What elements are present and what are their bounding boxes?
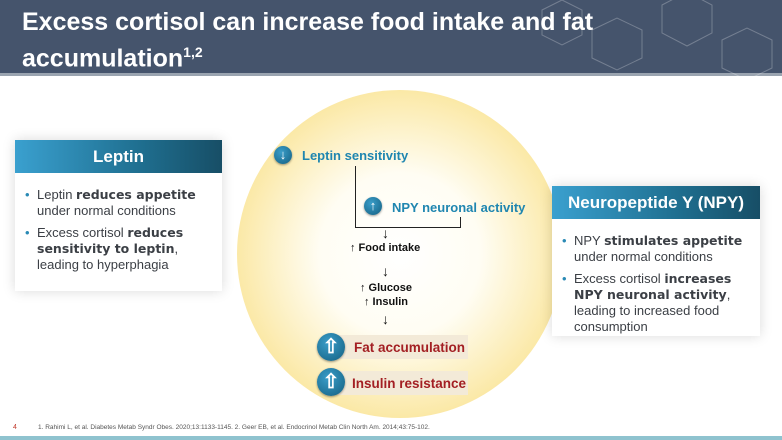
arrow-up-icon: ⇧ [317,333,345,361]
food-intake-label: ↑ Food intake [350,242,421,254]
npy-bullet: Excess cortisol increases NPY neuronal a… [562,271,750,335]
npy-heading: Neuropeptide Y (NPY) [552,186,760,219]
connector-line [355,166,356,228]
arrow-down: ↓ [382,263,389,279]
references: 1. Rahimi L, et al. Diabetes Metab Syndr… [38,424,430,431]
arrow-up-icon: ↑ [364,197,382,215]
slide-header: Excess cortisol can increase food intake… [0,0,782,76]
arrow-down-icon: ↓ [274,146,292,164]
connector-line [355,227,461,228]
leptin-bullet: Leptin reduces appetite under normal con… [25,187,212,219]
npy-bullet: NPY stimulates appetite under normal con… [562,233,750,265]
insulin-label: ↑ Insulin [364,296,408,308]
arrow-up-icon: ⇧ [317,368,345,396]
arrow-down: ↓ [382,225,389,241]
arrow-down: ↓ [382,311,389,327]
leptin-bullet: Excess cortisol reduces sensitivity to l… [25,225,212,273]
slide-title: Excess cortisol can increase food intake… [22,8,594,73]
leptin-box: Leptin Leptin reduces appetite under nor… [15,140,222,291]
insulin-resistance-label: Insulin resistance [352,376,467,391]
npy-activity-label: NPY neuronal activity [392,200,526,215]
page-number: 4 [13,424,17,431]
bottom-bar [0,436,782,440]
connector-line [460,217,461,228]
hexagon-pattern [541,0,773,76]
leptin-sensitivity-label: Leptin sensitivity [302,148,409,163]
fat-band [338,335,468,359]
fat-accumulation-label: Fat accumulation [354,340,466,355]
leptin-heading: Leptin [15,140,222,173]
mechanism-circle [237,90,563,418]
insulin-resistance-band [338,371,468,395]
npy-box: Neuropeptide Y (NPY) NPY stimulates appe… [552,186,760,336]
glucose-label: ↑ Glucose [360,282,412,294]
